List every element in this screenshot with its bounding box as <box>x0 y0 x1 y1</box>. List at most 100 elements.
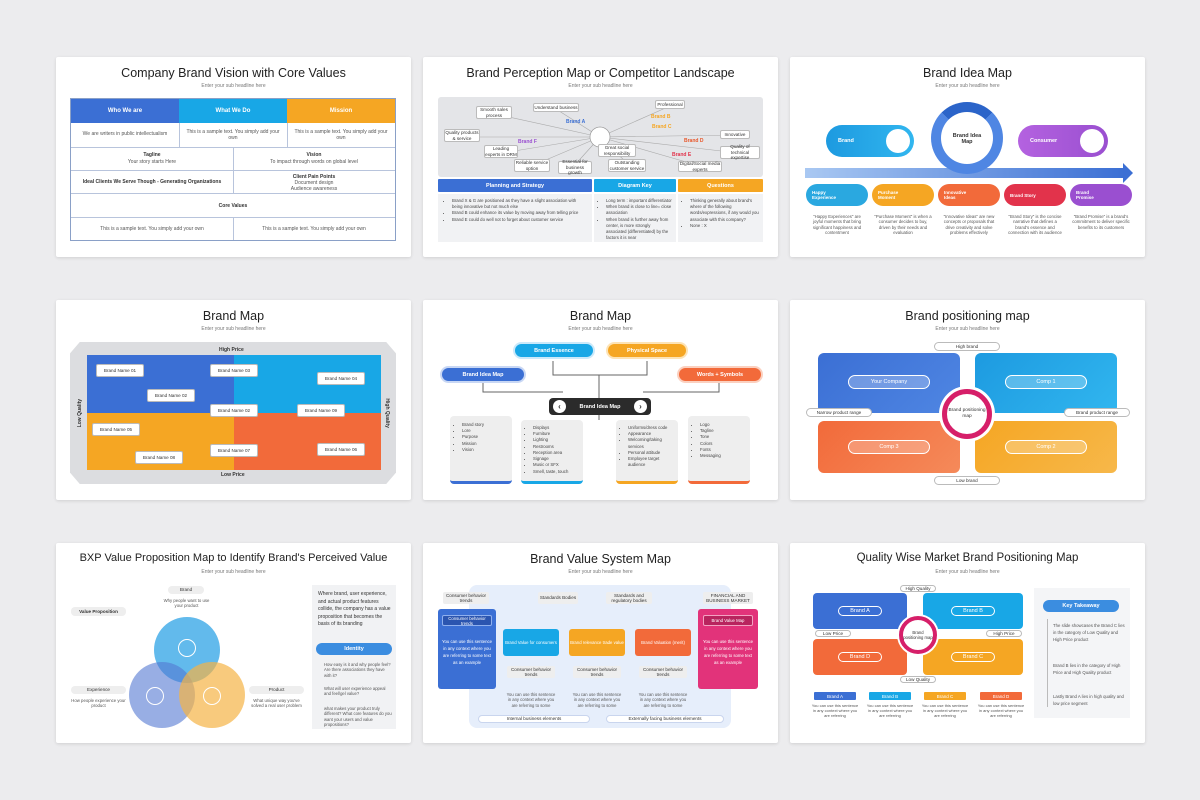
list-item: Employee target audience <box>628 456 674 468</box>
center-ring <box>931 102 1003 174</box>
slide-quality-market-positioning[interactable]: Quality Wise Market Brand Positioning Ma… <box>790 543 1145 743</box>
brand-b-label: Brand B <box>951 606 995 616</box>
list-item: Lore <box>462 428 508 434</box>
slide-brand-value-system[interactable]: Brand Value System Map Enter your sub he… <box>423 543 778 743</box>
comp3-label: Comp 3 <box>848 440 930 454</box>
slide-brand-positioning-map[interactable]: Brand positioning map Enter your sub hea… <box>790 300 1145 500</box>
node-technical-expertise: Quality of technical expertise <box>720 144 760 160</box>
list-4: LogoTaglineToneColorsFontsMessaging <box>692 422 746 459</box>
pain-2: Audience awareness <box>290 186 338 192</box>
chevron-left-icon[interactable]: ‹ <box>553 400 566 413</box>
list-card-cyan: DisplaysFurnitureLightingRestroomsRecept… <box>521 420 583 484</box>
step-promise: Brand Promise <box>1070 184 1132 206</box>
brand-e-label: Brand E <box>672 152 692 158</box>
step-text-promise: "Brand Promise" is a brand's commitment … <box>1072 214 1130 230</box>
high-brand-label: High brand <box>934 342 1000 351</box>
right-panel-header: Brand Value Map <box>703 615 753 626</box>
value-system-bg <box>469 585 731 728</box>
internal-label: Internal business elements <box>478 715 590 723</box>
slide-company-brand-vision[interactable]: Company Brand Vision with Core Values En… <box>56 57 411 257</box>
slide-title: BXP Value Proposition Map to Identify Br… <box>79 552 388 564</box>
slide-brand-map-hierarchy[interactable]: Brand Map Enter your sub headline here B… <box>423 300 778 500</box>
value-prop-tag: Value Proposition <box>71 607 126 616</box>
identity-pill: Identity <box>316 643 392 655</box>
slide-subtitle: Enter your sub headline here <box>935 569 1000 575</box>
bottom-right-text: This is a sample text. You simply add yo… <box>262 226 366 232</box>
slide-brand-idea-map[interactable]: Brand Idea Map Enter your sub headline h… <box>790 57 1145 257</box>
quadrant-brand-a <box>813 593 907 629</box>
list-item: Personal attitude <box>628 450 674 456</box>
high-price-label: High Price <box>986 630 1022 637</box>
physical-space-pill: Physical Space <box>606 342 688 359</box>
header-who: Who We are <box>71 99 179 123</box>
narrow-range-label: Narrow product range <box>806 408 872 417</box>
list-item: Restrooms <box>533 444 579 450</box>
center-hub-label: Brand Idea Map <box>579 403 621 410</box>
list-item: Reception area <box>533 450 579 456</box>
row1-mission: This is a sample text. You simply add yo… <box>294 129 388 142</box>
center-hub: ‹ Brand Idea Map › <box>549 398 651 415</box>
brand-text: Why people want to use your product <box>163 598 210 609</box>
list-item: Logo <box>700 422 746 428</box>
tag-brand-a: Brand A <box>814 692 856 700</box>
takeaway-3: Lastly Brand A lies in high quality and … <box>1053 694 1124 706</box>
slide-brand-map-quadrants[interactable]: Brand Map Enter your sub headline here H… <box>56 300 411 500</box>
col-diagram-body: Long term : important differentiatorWhen… <box>594 194 676 242</box>
step-text-innovative: "Innovative Ideas" are new concepts or p… <box>943 214 995 236</box>
planning-list: Brand X & G are positioned as they have … <box>444 198 586 223</box>
step-innovative: Innovative Ideas <box>938 184 1000 206</box>
brand-c-label: Brand C <box>652 124 672 130</box>
row1-who: We are writers in public intellectualism <box>82 131 168 137</box>
tagline-text: Your story starts Here <box>127 159 177 165</box>
divider <box>233 217 234 240</box>
slide-subtitle: Enter your sub headline here <box>935 83 1000 89</box>
questions-list: Thinking generally about brand's where o… <box>682 198 759 229</box>
slide-brand-perception-map[interactable]: Brand Perception Map or Competitor Lands… <box>423 57 778 257</box>
bottom-text-2: You can use this sentence in any context… <box>572 692 622 708</box>
step-purchase: Purchase Moment <box>872 184 934 206</box>
pain-heading: Client Pain Points <box>292 174 336 180</box>
tag-text-d: You can use this sentence in any context… <box>977 703 1025 718</box>
brain-icon <box>178 639 196 657</box>
slide-subtitle: Enter your sub headline here <box>201 569 266 575</box>
high-quality-label: High Quality <box>900 585 936 592</box>
brand-b-label: Brand B <box>651 114 671 120</box>
identity-q2: What will user experience appeal and fee… <box>324 686 386 697</box>
slide-subtitle: Enter your sub headline here <box>201 326 266 332</box>
slide-bxp-value-proposition[interactable]: BXP Value Proposition Map to Identify Br… <box>56 543 411 743</box>
brand-a-label: Brand A <box>838 606 882 616</box>
col-questions-body: Thinking generally about brand's where o… <box>678 194 763 242</box>
brand-name-03: Brand Name 03 <box>210 364 258 377</box>
low-price-label: Low Price <box>221 472 245 478</box>
step-purchase-label: Purchase Moment <box>878 190 899 200</box>
positioning-center: Brand positioning map <box>942 389 992 439</box>
brand-name-02a: Brand Name 02 <box>147 389 195 402</box>
low-brand-label: Low brand <box>934 476 1000 485</box>
vision-text: To impact through words on global level <box>270 159 358 165</box>
takeaway-1: The slide showcases the Brand C lies in … <box>1053 623 1125 642</box>
divider <box>233 147 234 193</box>
list-item: Signage <box>533 456 579 462</box>
diagram-item: Long term : important differentiator <box>606 198 672 204</box>
pain-1: Document design <box>294 180 334 186</box>
positioning-center-label: Brand positioning map <box>903 629 933 640</box>
brand-name-01: Brand Name 01 <box>96 364 144 377</box>
tag-text-a: You can use this sentence in any context… <box>811 703 859 718</box>
product-text: What unique way you've solved a real use… <box>251 698 302 709</box>
list-item: Appearance <box>628 431 674 437</box>
value-box-blue: Brand Value for consumers <box>503 629 559 656</box>
node-leading-experts: Leading experts in DRM <box>484 145 518 158</box>
slide-title: Brand Value System Map <box>530 552 671 566</box>
top-tag-standards: Standards Bodies <box>538 592 578 604</box>
step-story: Brand Story <box>1004 184 1066 206</box>
list-item: Tone <box>700 434 746 440</box>
brand-idea-map-pill: Brand Idea Map <box>440 366 526 383</box>
divider <box>179 123 180 147</box>
low-quality-label: Low Quality <box>900 676 936 683</box>
value-box-orange: Brand relevance trade value <box>569 629 625 656</box>
bottom-tag-2: Consumer behavior trends <box>573 666 621 678</box>
quadrant-brand-d <box>813 639 907 675</box>
broad-range-label: Brand product range <box>1064 408 1130 417</box>
chevron-right-icon[interactable]: › <box>634 400 647 413</box>
list-item: Smell, taste, touch <box>533 469 579 475</box>
